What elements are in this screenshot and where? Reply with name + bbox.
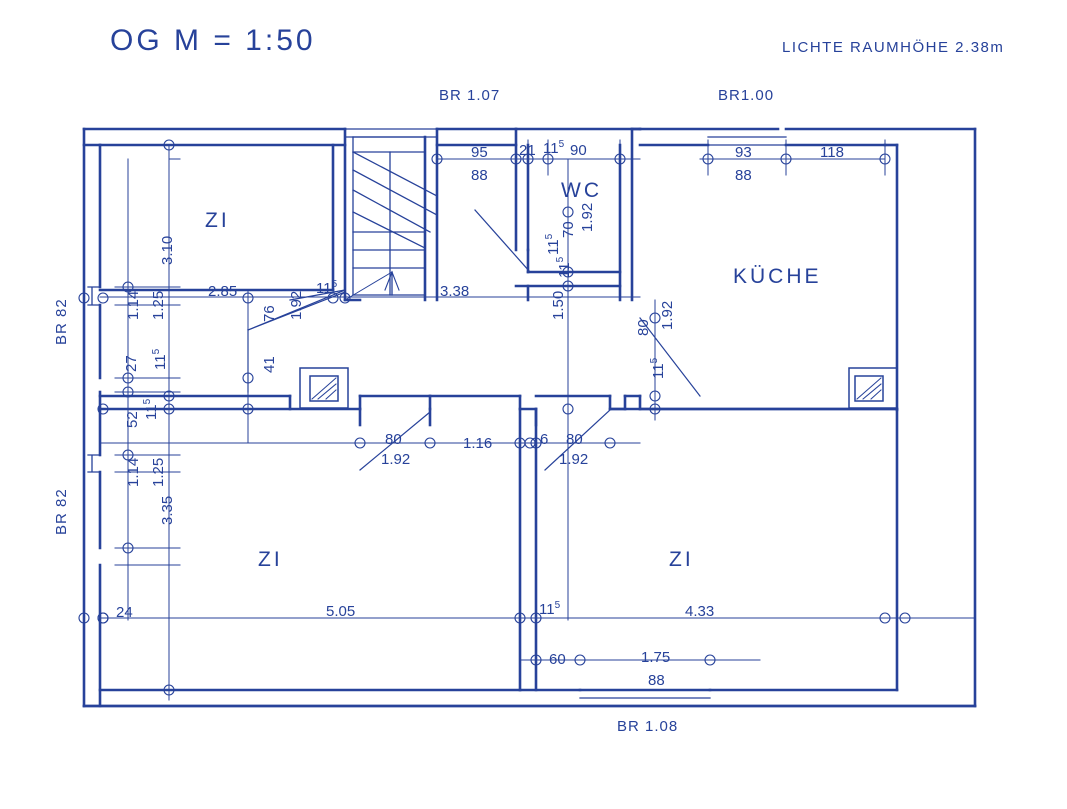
dimension-text: 41 [261, 356, 278, 373]
dimension-text: 80 [635, 319, 652, 336]
dimension-text: 88 [471, 167, 488, 184]
staircase [344, 136, 438, 301]
dimension-text: 21 [519, 142, 536, 159]
dimension-text: 1.92 [288, 290, 305, 320]
dimension-text: 70 [560, 221, 577, 238]
dimension-markers [78, 139, 911, 696]
room-label: ZI [205, 209, 230, 232]
dimension-text: 2.85 [208, 283, 238, 300]
window-width-label: BR 82 [53, 298, 70, 345]
dimension-text: 5.05 [326, 603, 356, 620]
dimension-text: 1.14 [125, 290, 142, 320]
dimension-text: 80 [385, 431, 402, 448]
dimension-text: 6 [540, 431, 549, 448]
page-title: OG M = 1:50 [110, 24, 316, 57]
dimension-text: 3.38 [440, 283, 470, 300]
chimney-symbol [299, 367, 898, 409]
dimension-text: 3.35 [159, 495, 176, 525]
dimension-text: 24 [116, 604, 133, 621]
dimension-text: 1.25 [150, 457, 167, 487]
dimension-text: 115 [555, 256, 573, 278]
dimension-text: 1.14 [125, 457, 142, 487]
exterior-walls [82, 127, 977, 708]
window-width-label: BR1.00 [718, 87, 775, 104]
window-width-label: BR 82 [53, 488, 70, 535]
dimension-text: 76 [261, 305, 278, 322]
dimension-text: 90 [570, 142, 587, 159]
dimension-text: 1.92 [659, 300, 676, 330]
dimension-text: 93 [735, 144, 752, 161]
dimension-text: 95 [471, 144, 488, 161]
room-label: ZI [669, 548, 694, 571]
window-width-label: BR 1.07 [439, 87, 501, 104]
dimension-text: 80 [566, 431, 583, 448]
ceiling-height-note: LICHTE RAUMHÖHE 2.38m [782, 39, 1005, 56]
window-width-label: BR 1.08 [617, 718, 679, 735]
dimension-text: 52 [124, 411, 141, 428]
dimension-text: 115 [544, 233, 562, 255]
dimension-text: 1.50 [550, 290, 567, 320]
dimension-text: 115 [649, 357, 667, 379]
dimension-text: 88 [735, 167, 752, 184]
room-label: ZI [258, 548, 283, 571]
dimension-lines [99, 139, 976, 701]
dimension-text: 1.25 [150, 290, 167, 320]
dimension-text: 115 [316, 279, 338, 297]
dimension-text: 115 [543, 139, 565, 157]
dimension-text: 88 [648, 672, 665, 689]
window-openings [87, 128, 787, 699]
dimension-text: 3.10 [159, 235, 176, 265]
room-label: WC [561, 179, 602, 202]
dimension-text: 1.75 [641, 649, 671, 666]
dimension-text: 1.92 [579, 202, 596, 232]
dimension-text: 1.92 [559, 451, 589, 468]
dimension-text: 115 [142, 398, 160, 420]
room-label: KÜCHE [733, 265, 822, 288]
dimension-text: 115 [151, 348, 169, 370]
dimension-text: 27 [123, 355, 140, 372]
dimension-text: 4.33 [685, 603, 715, 620]
dimension-text: 60 [549, 651, 566, 668]
dimension-text: 115 [539, 600, 561, 618]
dimension-text: 118 [820, 144, 844, 161]
dimension-text: 1.92 [381, 451, 411, 468]
dimension-text: 1.16 [463, 435, 493, 452]
